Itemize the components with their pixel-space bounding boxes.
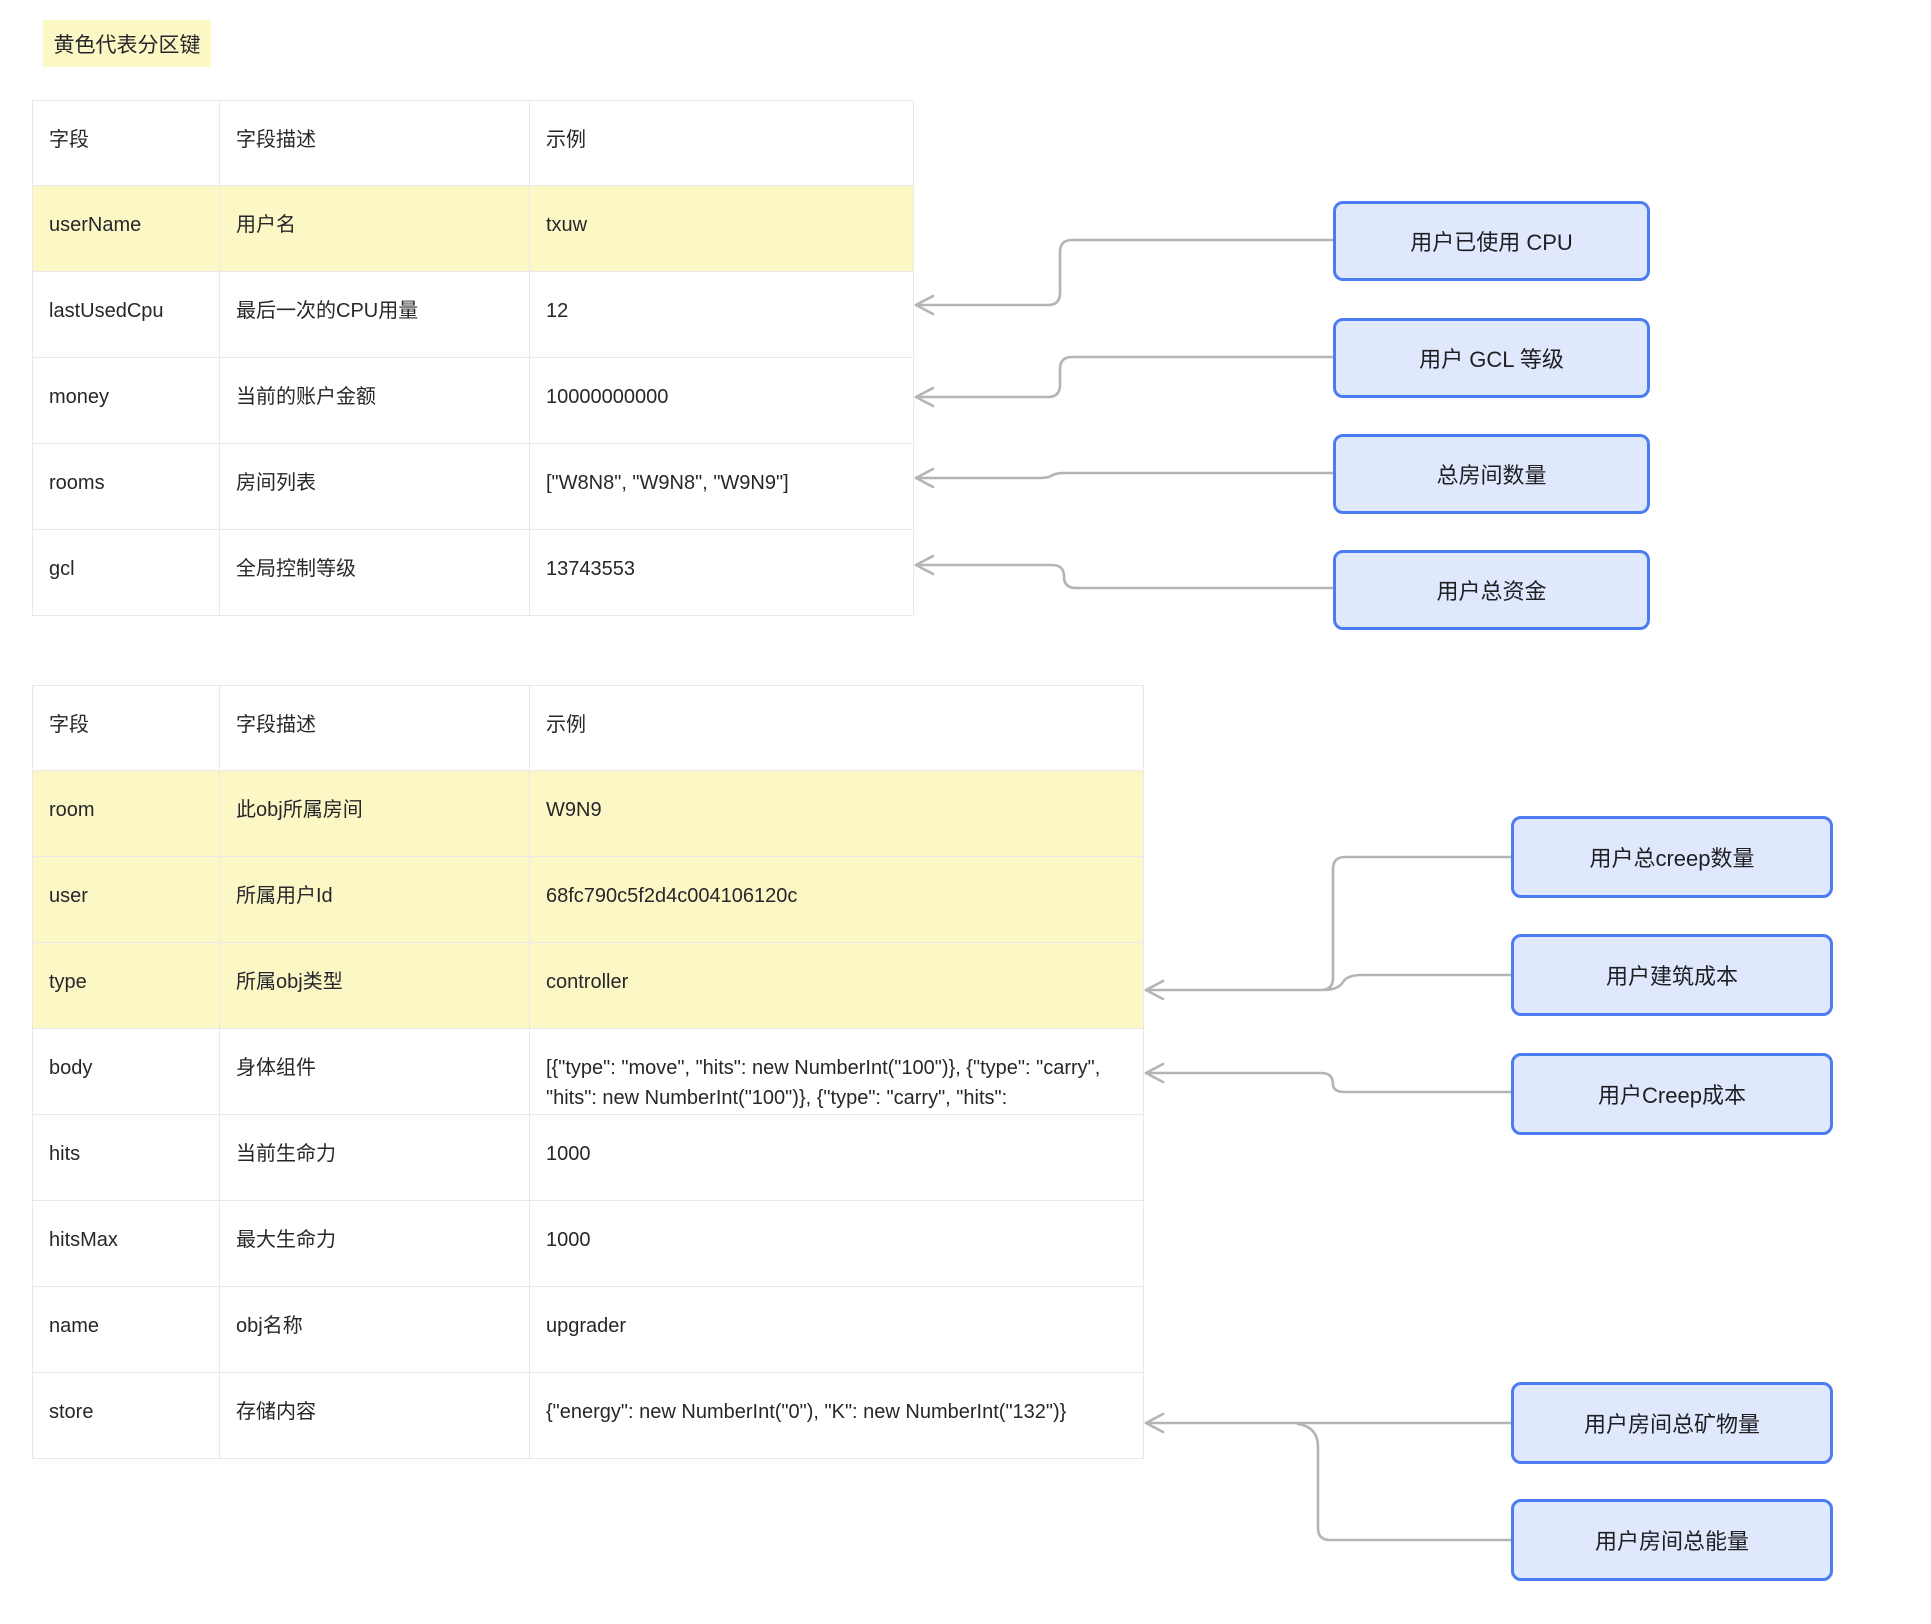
field-desc-cell: 所属obj类型 xyxy=(219,942,530,1029)
field-desc-cell: 此obj所属房间 xyxy=(219,770,530,857)
table-row-money: money 当前的账户金额 10000000000 xyxy=(32,357,914,444)
field-name-cell: gcl xyxy=(32,529,220,616)
field-example-cell: 1000 xyxy=(529,1114,1144,1201)
field-desc-cell: 存储内容 xyxy=(219,1372,530,1459)
connector-buildcost-merge xyxy=(1324,973,1513,992)
connector-creepcount-to-type xyxy=(1144,855,1513,992)
arrow-left-icon xyxy=(914,294,935,316)
field-example-cell: 68fc790c5f2d4c004106120c xyxy=(529,856,1144,943)
field-name-cell: body xyxy=(32,1028,220,1115)
field-desc-cell: 全局控制等级 xyxy=(219,529,530,616)
user-table: 字段 字段描述 示例 userName 用户名 txuw lastUsedCpu… xyxy=(32,100,914,616)
callout-creep-cost: 用户Creep成本 xyxy=(1511,1053,1833,1135)
field-name-cell: name xyxy=(32,1286,220,1373)
column-header-example: 示例 xyxy=(529,100,914,186)
table-row-room: room 此obj所属房间 W9N9 xyxy=(32,770,1144,857)
callout-label: 用户Creep成本 xyxy=(1598,1083,1746,1108)
arrow-left-icon xyxy=(914,554,935,576)
callout-label: 用户建筑成本 xyxy=(1605,964,1738,989)
table-row-store: store 存储内容 {"energy": new NumberInt("0")… xyxy=(32,1372,1144,1459)
field-name-cell: rooms xyxy=(32,443,220,530)
callout-room-mineral-total: 用户房间总矿物量 xyxy=(1511,1382,1833,1464)
field-desc-cell: 身体组件 xyxy=(219,1028,530,1115)
column-header-field: 字段 xyxy=(32,685,220,771)
arrow-left-icon xyxy=(1144,1412,1165,1434)
callout-label: 用户房间总矿物量 xyxy=(1583,1412,1760,1437)
field-example-cell: W9N9 xyxy=(529,770,1144,857)
field-example-cell: upgrader xyxy=(529,1286,1144,1373)
arrow-left-icon xyxy=(1144,979,1165,1001)
field-desc-cell: 房间列表 xyxy=(219,443,530,530)
field-example-cell: 12 xyxy=(529,271,914,358)
field-example-cell: controller xyxy=(529,942,1144,1029)
partition-key-legend: 黄色代表分区键 xyxy=(43,20,211,67)
table-row-hits: hits 当前生命力 1000 xyxy=(32,1114,1144,1201)
field-desc-cell: 所属用户Id xyxy=(219,856,530,943)
connector-gcl-to-money xyxy=(914,355,1335,399)
field-name-cell: userName xyxy=(32,185,220,272)
connector-roomcount-to-rooms xyxy=(914,471,1335,480)
field-desc-cell: 当前生命力 xyxy=(219,1114,530,1201)
field-name-cell: hitsMax xyxy=(32,1200,220,1287)
connector-funds-to-gcl xyxy=(914,563,1335,590)
column-header-desc: 字段描述 xyxy=(219,100,530,186)
callout-room-count: 总房间数量 xyxy=(1333,434,1650,514)
field-name-cell: user xyxy=(32,856,220,943)
field-example-cell: {"energy": new NumberInt("0"), "K": new … xyxy=(529,1372,1144,1459)
callout-gcl-level: 用户 GCL 等级 xyxy=(1333,318,1650,398)
callout-label: 用户已使用 CPU xyxy=(1410,230,1573,255)
column-header-desc: 字段描述 xyxy=(219,685,530,771)
arrow-left-icon xyxy=(914,386,935,408)
field-example-cell: txuw xyxy=(529,185,914,272)
callout-label: 用户 GCL 等级 xyxy=(1419,347,1564,372)
table-header-row: 字段 字段描述 示例 xyxy=(32,100,914,186)
column-header-field: 字段 xyxy=(32,100,220,186)
callout-used-cpu: 用户已使用 CPU xyxy=(1333,201,1650,281)
table-header-row: 字段 字段描述 示例 xyxy=(32,685,1144,771)
field-desc-cell: obj名称 xyxy=(219,1286,530,1373)
arrow-left-icon xyxy=(914,467,935,489)
arrow-left-icon xyxy=(1144,1062,1165,1084)
callout-build-cost: 用户建筑成本 xyxy=(1511,934,1833,1016)
callout-total-creep-count: 用户总creep数量 xyxy=(1511,816,1833,898)
connector-creepcost-to-body xyxy=(1144,1071,1513,1094)
callout-label: 用户房间总能量 xyxy=(1594,1529,1749,1554)
table-row-hitsmax: hitsMax 最大生命力 1000 xyxy=(32,1200,1144,1287)
field-name-cell: store xyxy=(32,1372,220,1459)
table-row-body: body 身体组件 [{"type": "move", "hits": new … xyxy=(32,1028,1144,1115)
table-row-name: name obj名称 upgrader xyxy=(32,1286,1144,1373)
field-desc-cell: 最后一次的CPU用量 xyxy=(219,271,530,358)
table-row-username: userName 用户名 txuw xyxy=(32,185,914,272)
field-example-cell: 10000000000 xyxy=(529,357,914,444)
table-row-gcl: gcl 全局控制等级 13743553 xyxy=(32,529,914,616)
field-name-cell: lastUsedCpu xyxy=(32,271,220,358)
connector-energy-merge xyxy=(1296,1422,1513,1542)
callout-label: 用户总creep数量 xyxy=(1589,846,1755,871)
callout-label: 总房间数量 xyxy=(1436,463,1547,488)
field-desc-cell: 最大生命力 xyxy=(219,1200,530,1287)
field-desc-cell: 当前的账户金额 xyxy=(219,357,530,444)
partition-key-legend-label: 黄色代表分区键 xyxy=(53,33,201,57)
field-example-cell: [{"type": "move", "hits": new NumberInt(… xyxy=(529,1028,1144,1115)
table-row-type: type 所属obj类型 controller xyxy=(32,942,1144,1029)
field-example-cell: ["W8N8", "W9N8", "W9N9"] xyxy=(529,443,914,530)
table-row-lastusedcpu: lastUsedCpu 最后一次的CPU用量 12 xyxy=(32,271,914,358)
column-header-example: 示例 xyxy=(529,685,1144,771)
table-row-rooms: rooms 房间列表 ["W8N8", "W9N8", "W9N9"] xyxy=(32,443,914,530)
field-name-cell: hits xyxy=(32,1114,220,1201)
callout-label: 用户总资金 xyxy=(1436,579,1547,604)
field-name-cell: type xyxy=(32,942,220,1029)
callout-room-energy-total: 用户房间总能量 xyxy=(1511,1499,1833,1581)
field-name-cell: room xyxy=(32,770,220,857)
field-example-cell: 13743553 xyxy=(529,529,914,616)
field-name-cell: money xyxy=(32,357,220,444)
table-row-user: user 所属用户Id 68fc790c5f2d4c004106120c xyxy=(32,856,1144,943)
connector-cpu-to-lastusedcpu xyxy=(914,238,1335,307)
field-example-cell: 1000 xyxy=(529,1200,1144,1287)
field-desc-cell: 用户名 xyxy=(219,185,530,272)
callout-total-funds: 用户总资金 xyxy=(1333,550,1650,630)
object-table: 字段 字段描述 示例 room 此obj所属房间 W9N9 user 所属用户I… xyxy=(32,685,1144,1459)
